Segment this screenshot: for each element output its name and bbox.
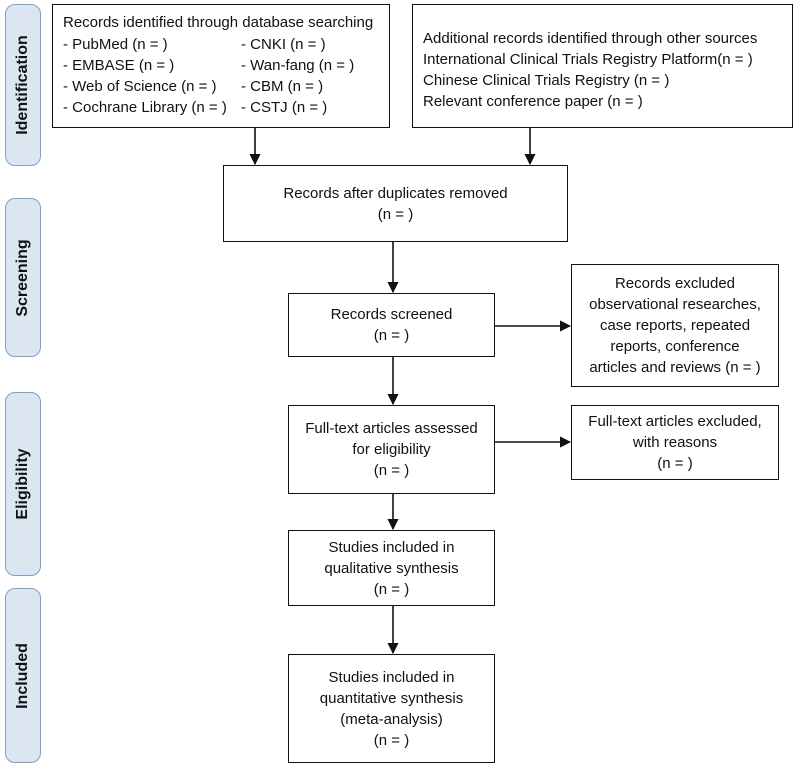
box-label: (meta-analysis) — [340, 710, 443, 728]
duplicates-removed-box: Records after duplicates removed (n = ) — [223, 165, 568, 242]
box-label: reports, conference — [610, 338, 740, 355]
other-sources-title: Additional records identified through ot… — [423, 30, 758, 47]
box-count: (n = ) — [373, 580, 410, 598]
phase-eligibility: Eligibility — [5, 392, 41, 576]
box-label: Records after duplicates removed — [283, 184, 508, 202]
database-source: - Cochrane Library (n = ) — [63, 99, 227, 116]
box-count: (n = ) — [373, 327, 410, 344]
box-label: qualitative synthesis — [324, 559, 459, 577]
database-source: - CNKI (n = ) — [241, 36, 326, 53]
box-label: Full-text articles excluded, — [588, 413, 762, 430]
qualitative-synthesis-box: Studies included in qualitative synthesi… — [288, 530, 495, 606]
database-source: - EMBASE (n = ) — [63, 57, 175, 74]
database-source: - Web of Science (n = ) — [63, 78, 217, 95]
box-label: quantitative synthesis — [319, 689, 464, 707]
database-source: - PubMed (n = ) — [63, 36, 168, 53]
database-search-title: Records identified through database sear… — [63, 14, 374, 31]
database-list-right: - CNKI (n = ) - Wan-fang (n = ) - CBM (n… — [241, 34, 354, 118]
database-source: - CBM (n = ) — [241, 78, 324, 95]
phase-label: Identification — [14, 35, 31, 135]
phase-label: Screening — [14, 238, 31, 317]
box-count: (n = ) — [373, 731, 410, 749]
phase-label: Eligibility — [14, 448, 31, 520]
records-screened-box: Records screened (n = ) — [288, 293, 495, 357]
other-source: Chinese Clinical Trials Registry (n = ) — [423, 72, 670, 89]
fulltext-excluded-box: Full-text articles excluded, with reason… — [571, 405, 779, 480]
box-count: (n = ) — [377, 205, 414, 223]
other-sources-box: Additional records identified through ot… — [412, 4, 793, 128]
box-count: (n = ) — [373, 462, 410, 479]
box-label: observational researches, — [589, 296, 761, 313]
other-source: International Clinical Trials Registry P… — [423, 51, 753, 68]
records-excluded-box: Records excluded observational researche… — [571, 264, 779, 387]
box-count: (n = ) — [657, 455, 693, 472]
database-search-box: Records identified through database sear… — [52, 4, 390, 128]
phase-label: Included — [14, 642, 31, 709]
box-label: Studies included in — [328, 538, 455, 556]
other-source: Relevant conference paper (n = ) — [423, 93, 643, 110]
quantitative-synthesis-box: Studies included in quantitative synthes… — [288, 654, 495, 763]
database-source: - CSTJ (n = ) — [241, 99, 328, 116]
box-label: case reports, repeated — [599, 317, 751, 334]
box-label: articles and reviews (n = ) — [589, 359, 761, 376]
phase-included: Included — [5, 588, 41, 763]
phase-identification: Identification — [5, 4, 41, 166]
phase-screening: Screening — [5, 198, 41, 357]
box-label: Studies included in — [328, 668, 455, 686]
box-label: with reasons — [632, 434, 718, 451]
box-label: for eligibility — [352, 441, 431, 458]
box-label: Records screened — [330, 306, 453, 323]
box-label: Records excluded — [614, 275, 736, 292]
fulltext-assessed-box: Full-text articles assessed for eligibil… — [288, 405, 495, 494]
box-label: Full-text articles assessed — [305, 420, 478, 437]
database-list-left: - PubMed (n = ) - EMBASE (n = ) - Web of… — [63, 34, 227, 118]
database-source: - Wan-fang (n = ) — [241, 57, 355, 74]
